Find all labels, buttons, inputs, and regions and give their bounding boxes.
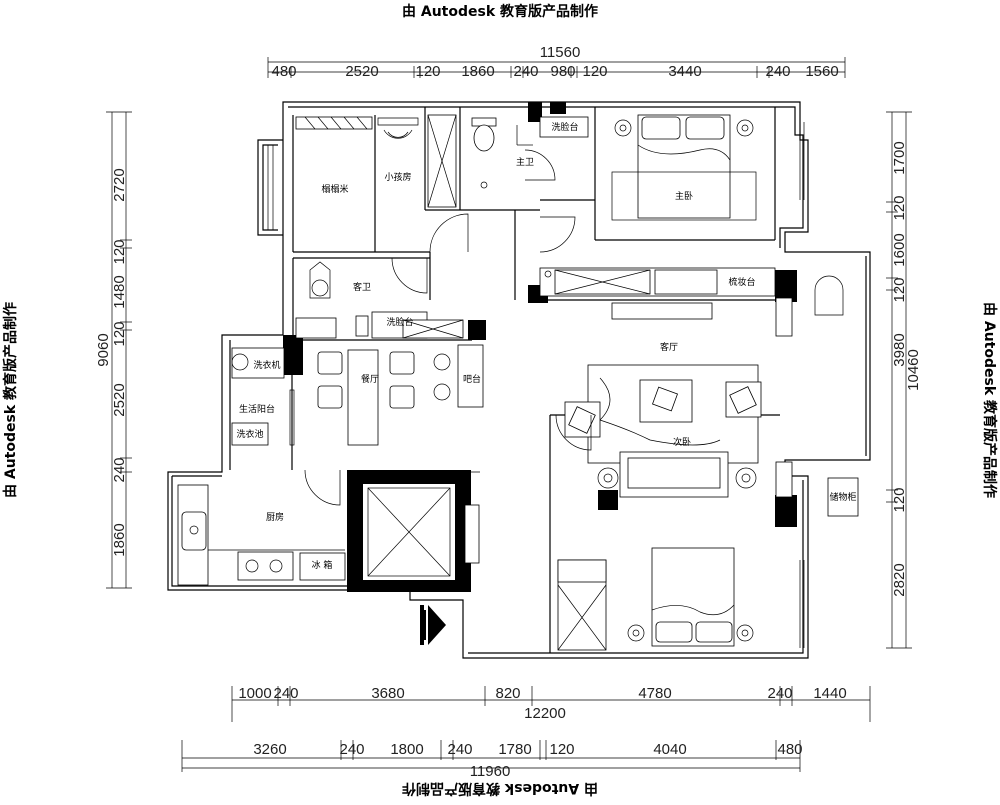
kitchen-fixtures — [177, 484, 346, 586]
dim-top-3: 1860 — [461, 63, 494, 80]
dim-right-3: 120 — [891, 277, 908, 302]
guest-bath-fixtures — [295, 261, 464, 339]
label-fridge: 冰 箱 — [312, 559, 333, 571]
dim-bm-5: 240 — [767, 685, 792, 702]
label-master-wash: 洗脸台 — [551, 121, 578, 133]
second-bedroom-furniture — [557, 547, 754, 651]
structural-columns — [283, 102, 797, 592]
dim-right-2: 1600 — [891, 233, 908, 266]
label-master-bedroom: 主卧 — [675, 190, 693, 202]
dim-bl-2: 1800 — [390, 741, 423, 758]
dim-right-4: 3980 — [891, 333, 908, 366]
dim-right-5: 120 — [891, 487, 908, 512]
dim-right-total: 10460 — [905, 349, 922, 391]
dim-left-5: 240 — [111, 457, 128, 482]
dim-left-3: 120 — [111, 321, 128, 346]
elevator-shaft — [367, 471, 480, 577]
right-dimensions: 10460 1700 120 1600 120 3980 120 2820 — [886, 111, 922, 649]
dim-bl-5: 120 — [549, 741, 574, 758]
label-kids-room: 小孩房 — [384, 171, 411, 183]
dim-top-2: 120 — [415, 63, 440, 80]
dim-top-6: 120 — [582, 63, 607, 80]
living-furniture — [564, 364, 762, 498]
dim-left-6: 1860 — [111, 523, 128, 556]
dim-bm-0: 1000 — [238, 685, 271, 702]
label-living-room: 客厅 — [660, 341, 678, 353]
label-bar: 吧台 — [463, 373, 481, 385]
dim-right-6: 2820 — [891, 563, 908, 596]
label-tatami: 榻榻米 — [321, 183, 348, 195]
watermark-bottom: 由 Autodesk 教育版产品制作 — [402, 780, 598, 797]
label-second-bedroom: 次卧 — [673, 436, 691, 448]
dim-top-8: 240 — [765, 63, 790, 80]
dim-left-0: 2720 — [111, 168, 128, 201]
dim-right-1: 120 — [891, 195, 908, 220]
kids-room-furniture — [377, 114, 457, 208]
dim-bl-6: 4040 — [653, 741, 686, 758]
building-walls — [167, 101, 871, 659]
dim-top-9: 1560 — [805, 63, 838, 80]
master-bath-fixtures — [471, 116, 589, 189]
top-dimensions: 11560 480 2520 120 1860 240 980 120 3440… — [267, 44, 846, 80]
label-guest-wash: 洗脸台 — [386, 316, 413, 328]
dim-top-0: 480 — [271, 63, 296, 80]
living-cabinets — [539, 267, 776, 320]
dim-bl-7: 480 — [777, 741, 802, 758]
dim-left-1: 120 — [111, 239, 128, 264]
door-swings — [304, 149, 592, 506]
dim-bm-3: 820 — [495, 685, 520, 702]
dim-top-4: 240 — [513, 63, 538, 80]
label-washer: 洗衣机 — [253, 359, 280, 371]
watermark-left: 由 Autodesk 教育版产品制作 — [2, 302, 19, 498]
dim-top-5: 980 — [550, 63, 575, 80]
dim-bl-0: 3260 — [253, 741, 286, 758]
dim-left-total: 9060 — [95, 333, 112, 366]
dining-furniture — [317, 344, 484, 446]
label-master-bath: 主卫 — [516, 156, 534, 168]
dim-left-2: 1480 — [111, 275, 128, 308]
left-dimensions: 9060 2720 120 1480 120 2520 240 1860 — [95, 111, 132, 589]
label-kitchen: 厨房 — [266, 511, 284, 523]
master-bedroom-furniture — [611, 114, 757, 221]
dim-bm-6: 1440 — [813, 685, 846, 702]
bottom-mid-dimensions: 1000 240 3680 820 4780 240 1440 12200 — [231, 685, 871, 722]
bottom-low-dimensions: 3260 240 1800 240 1780 120 4040 480 1196… — [181, 740, 803, 780]
label-balcony: 生活阳台 — [239, 403, 275, 415]
dim-bm-2: 3680 — [371, 685, 404, 702]
laundry-fixtures — [231, 347, 295, 446]
dim-top-7: 3440 — [668, 63, 701, 80]
label-dining-room: 餐厅 — [361, 373, 379, 385]
label-guest-bath: 客卫 — [353, 281, 371, 293]
dim-bm-4: 4780 — [638, 685, 671, 702]
balcony-furniture — [775, 275, 859, 517]
watermark-top: 由 Autodesk 教育版产品制作 — [402, 3, 598, 20]
label-laundry-sink: 洗衣池 — [236, 428, 263, 440]
label-dressing-table: 梳妆台 — [728, 276, 755, 288]
watermark-right: 由 Autodesk 教育版产品制作 — [981, 302, 998, 498]
dim-bl-4: 1780 — [498, 741, 531, 758]
dim-bm-1: 240 — [273, 685, 298, 702]
dim-top-1: 2520 — [345, 63, 378, 80]
dim-left-4: 2520 — [111, 383, 128, 416]
room-labels: 榻榻米 小孩房 主卫 洗脸台 主卧 客卫 洗脸台 梳妆台 客厅 餐厅 吧台 洗衣… — [236, 121, 856, 571]
label-storage-cabinet: 储物柜 — [829, 491, 856, 503]
dim-right-0: 1700 — [891, 141, 908, 174]
dim-bl-1: 240 — [339, 741, 364, 758]
dim-bm-total: 12200 — [524, 705, 566, 722]
dim-bl-total: 11960 — [470, 763, 511, 780]
entrance-arrow-icon — [420, 605, 446, 645]
dim-top-total: 11560 — [540, 44, 581, 61]
tatami-furniture — [295, 116, 373, 130]
dim-bl-3: 240 — [447, 741, 472, 758]
